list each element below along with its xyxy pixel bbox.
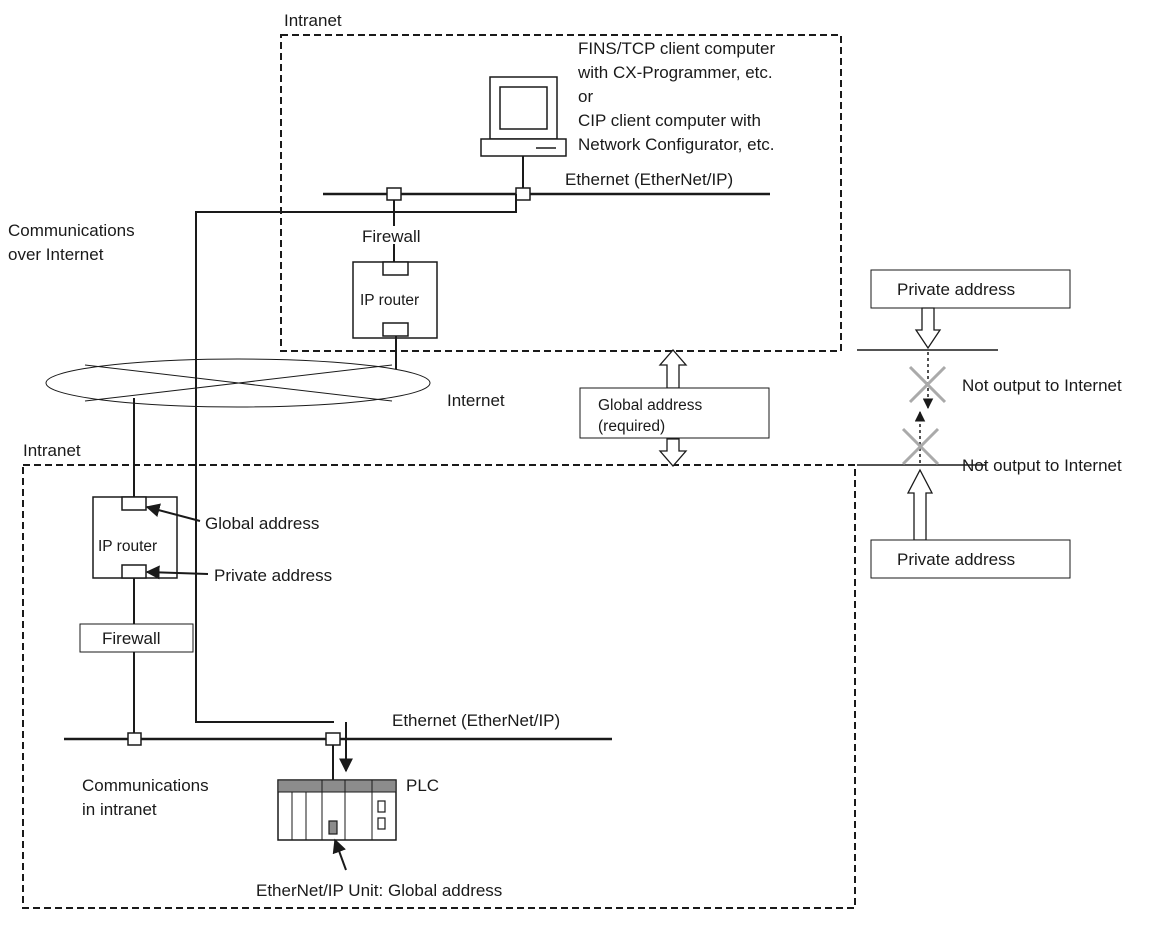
global-address-arrow — [579, 349, 770, 467]
comm-internet-label-1: Communications — [8, 221, 135, 240]
comm-intranet-label-2: in intranet — [82, 800, 157, 819]
ethernet-top-node-computer — [515, 187, 531, 201]
comm-internet-label-2: over Internet — [8, 245, 104, 264]
firewall-bottom-label: Firewall — [102, 629, 161, 648]
ethernet-top-node-firewall — [386, 187, 402, 201]
ethernet-top-label: Ethernet (EtherNet/IP) — [565, 170, 733, 189]
ip-router-top-label: IP router — [360, 292, 419, 309]
firewall-top-label: Firewall — [362, 227, 421, 246]
ethernet-bottom-node-firewall — [127, 732, 142, 746]
internet-label: Internet — [447, 391, 505, 410]
private-address-router-label: Private address — [214, 566, 332, 585]
computer-screen — [499, 86, 548, 130]
ip-router-bottom-label: IP router — [98, 538, 157, 555]
intranet-top-label: Intranet — [284, 11, 342, 30]
global-address-router-label: Global address — [205, 514, 319, 533]
ethernet-bottom-node-plc — [325, 732, 341, 746]
firewall-bottom — [79, 623, 194, 653]
client-computer — [480, 76, 567, 157]
private-address-bottom-label: Private address — [897, 550, 1015, 569]
global-address-required-box — [579, 387, 770, 439]
global-address-required-label-1: Global address — [598, 397, 703, 414]
not-output-bottom-label: Not output to Internet — [962, 456, 1122, 475]
client-label-2: with CX-Programmer, etc. — [577, 63, 773, 82]
plc-header-bar — [277, 779, 397, 793]
client-label-3: or — [578, 87, 593, 106]
ethernetip-unit-port — [328, 820, 338, 835]
global-address-required-label-2: (required) — [598, 418, 665, 435]
internet-comm-path — [195, 194, 517, 723]
client-label-1: FINS/TCP client computer — [578, 39, 775, 58]
private-address-bottom-box — [870, 539, 1071, 579]
cross-icon-bottom — [901, 427, 940, 466]
plc-rack — [277, 779, 397, 841]
intranet-bottom-label: Intranet — [23, 441, 81, 460]
intranet-top-boundary — [280, 34, 842, 352]
client-label-5: Network Configurator, etc. — [578, 135, 775, 154]
private-address-top-box — [870, 269, 1071, 309]
private-address-top-label: Private address — [897, 280, 1015, 299]
comm-intranet-label-1: Communications — [82, 776, 209, 795]
ethernetip-unit-label: EtherNet/IP Unit: Global address — [256, 881, 502, 900]
cross-icon-top — [908, 365, 947, 404]
ethernet-bottom-label: Ethernet (EtherNet/IP) — [392, 711, 560, 730]
not-output-top-label: Not output to Internet — [962, 376, 1122, 395]
client-label-4: CIP client computer with — [578, 111, 761, 130]
plc-label: PLC — [406, 776, 439, 795]
